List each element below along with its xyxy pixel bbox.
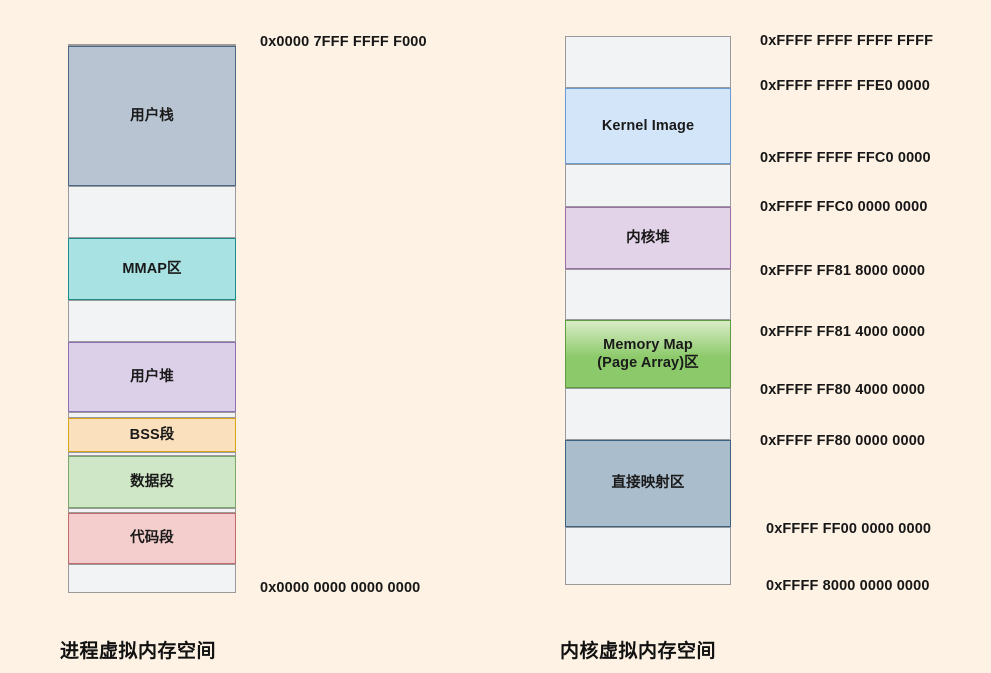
kernel-block-label: 内核堆: [626, 229, 670, 246]
process-memory-column: 用户栈 MMAP区用户堆 BSS段数据段代码段: [68, 0, 236, 673]
kernel-address-label-2: 0xFFFF FFFF FFC0 0000: [760, 150, 931, 166]
kernel-address-label-7: 0xFFFF FF80 0000 0000: [760, 433, 926, 449]
kernel-block-内核堆: 内核堆: [565, 207, 731, 269]
process-space-caption: 进程虚拟内存空间: [60, 641, 217, 662]
kernel-address-label-5: 0xFFFF FF81 4000 0000: [760, 324, 926, 340]
kernel-address-label-8: 0xFFFF FF00 0000 0000: [766, 521, 932, 537]
kernel-address-label-4: 0xFFFF FF81 8000 0000: [760, 263, 926, 279]
process-block-gap-4: [68, 300, 236, 342]
kernel-block-memory-map-page-array区: Memory Map (Page Array)区: [565, 320, 731, 388]
process-block-label: 数据段: [130, 473, 174, 490]
process-block-label: MMAP区: [122, 260, 182, 277]
process-block-bss段: BSS段: [68, 418, 236, 452]
kernel-block-gap-6: [565, 388, 731, 440]
kernel-address-label-6: 0xFFFF FF80 4000 0000: [760, 382, 926, 398]
kernel-block-gap-0: [565, 36, 731, 88]
process-block-gap-6: [68, 412, 236, 418]
kernel-space-caption: 内核虚拟内存空间: [560, 641, 717, 662]
process-block-label: BSS段: [129, 426, 175, 443]
kernel-block-kernel-image: Kernel Image: [565, 88, 731, 164]
kernel-address-label-1: 0xFFFF FFFF FFE0 0000: [760, 78, 930, 94]
process-block-mmap区: MMAP区: [68, 238, 236, 300]
process-block-gap-12: [68, 564, 236, 593]
process-block-label: 用户堆: [130, 368, 174, 385]
kernel-block-label: Kernel Image: [601, 117, 695, 134]
kernel-block-直接映射区: 直接映射区: [565, 440, 731, 527]
process-top-address: 0x0000 7FFF FFFF F000: [260, 34, 427, 50]
kernel-address-label-0: 0xFFFF FFFF FFFF FFFF: [760, 33, 934, 49]
process-block-代码段: 代码段: [68, 513, 236, 564]
kernel-memory-column: Kernel Image 内核堆 Memory Map (Page Array)区直…: [565, 0, 731, 673]
process-block-用户堆: 用户堆: [68, 342, 236, 412]
process-block-label: 用户栈: [130, 107, 174, 124]
kernel-block-gap-8: [565, 527, 731, 585]
kernel-address-label-3: 0xFFFF FFC0 0000 0000: [760, 199, 928, 215]
kernel-block-label: Memory Map (Page Array)区: [597, 336, 699, 371]
process-block-label: 代码段: [130, 530, 174, 547]
process-block-gap-0: [68, 44, 236, 46]
kernel-block-label: 直接映射区: [611, 475, 685, 492]
process-block-gap-8: [68, 452, 236, 456]
process-bottom-address: 0x0000 0000 0000 0000: [260, 580, 421, 596]
process-block-用户栈: 用户栈: [68, 46, 236, 186]
kernel-block-gap-2: [565, 164, 731, 207]
process-block-gap-10: [68, 508, 236, 513]
process-block-gap-2: [68, 186, 236, 238]
kernel-block-gap-4: [565, 269, 731, 320]
process-block-数据段: 数据段: [68, 456, 236, 508]
kernel-address-label-9: 0xFFFF 8000 0000 0000: [766, 578, 930, 594]
